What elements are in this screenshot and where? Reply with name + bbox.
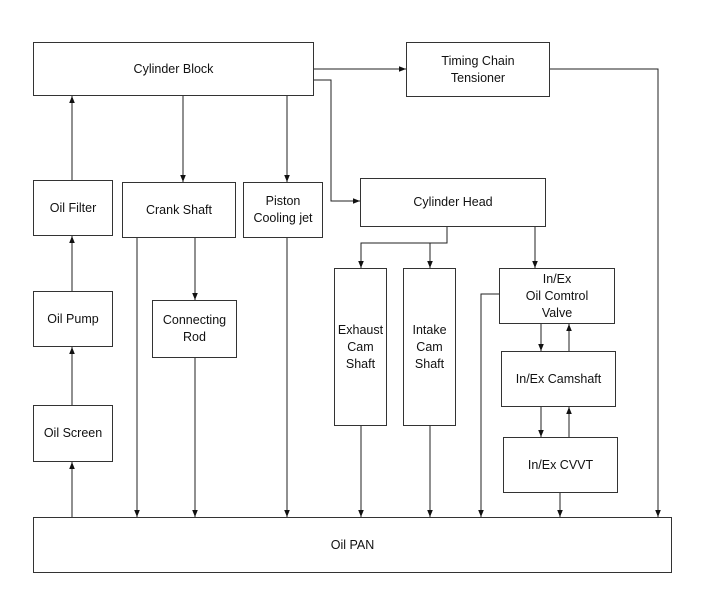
arrow-block-to-head [314, 79, 360, 204]
camshaft-box: In/Ex Camshaft [501, 351, 616, 407]
oil-pan-label: Oil PAN [330, 537, 375, 552]
oil-control-valve-box: In/Ex Oil Comtrol Valve [499, 268, 615, 324]
intake-cam-shaft-box: Intake Cam Shaft [403, 268, 456, 426]
cylinder-head-box: Cylinder Head [360, 178, 546, 227]
timing-chain-tensioner-label: Timing Chain Tensioner [441, 53, 515, 85]
exhaust-cam-shaft-box: Exhaust Cam Shaft [334, 268, 387, 426]
connecting-rod-box: Connecting Rod [152, 300, 237, 358]
piston-cooling-jet-label: Piston Cooling jet [253, 194, 313, 225]
oil-screen-box: Oil Screen [33, 405, 113, 462]
cvvt-label: In/Ex CVVT [527, 457, 594, 472]
cylinder-block-box: Cylinder Block [33, 42, 314, 96]
oil-filter-box: Oil Filter [33, 180, 113, 236]
arrow-head-to-exhaust-cam [358, 227, 448, 268]
oil-pan-box: Oil PAN [33, 517, 672, 573]
oil-pump-box: Oil Pump [33, 291, 113, 347]
crank-shaft-label: Crank Shaft [145, 202, 212, 217]
arrow-tensioner-to-pan [550, 68, 661, 517]
timing-chain-tensioner-box: Timing Chain Tensioner [406, 42, 550, 97]
oil-filter-label: Oil Filter [49, 200, 97, 215]
connecting-rod-label: Connecting Rod [162, 313, 227, 344]
oil-screen-label: Oil Screen [43, 426, 103, 440]
cylinder-block-label: Cylinder Block [133, 61, 214, 76]
exhaust-cam-shaft-label: Exhaust Cam Shaft [337, 322, 384, 371]
cvvt-box: In/Ex CVVT [503, 437, 618, 493]
piston-cooling-jet-box: Piston Cooling jet [243, 182, 323, 238]
oil-control-valve-label: In/Ex Oil Comtrol Valve [525, 271, 589, 320]
intake-cam-shaft-label: Intake Cam Shaft [412, 322, 447, 371]
arrow-ocv-to-pan [478, 293, 499, 517]
cylinder-head-label: Cylinder Head [413, 195, 493, 209]
crank-shaft-box: Crank Shaft [122, 182, 236, 238]
oil-pump-label: Oil Pump [47, 311, 99, 326]
camshaft-label: In/Ex Camshaft [515, 371, 602, 386]
